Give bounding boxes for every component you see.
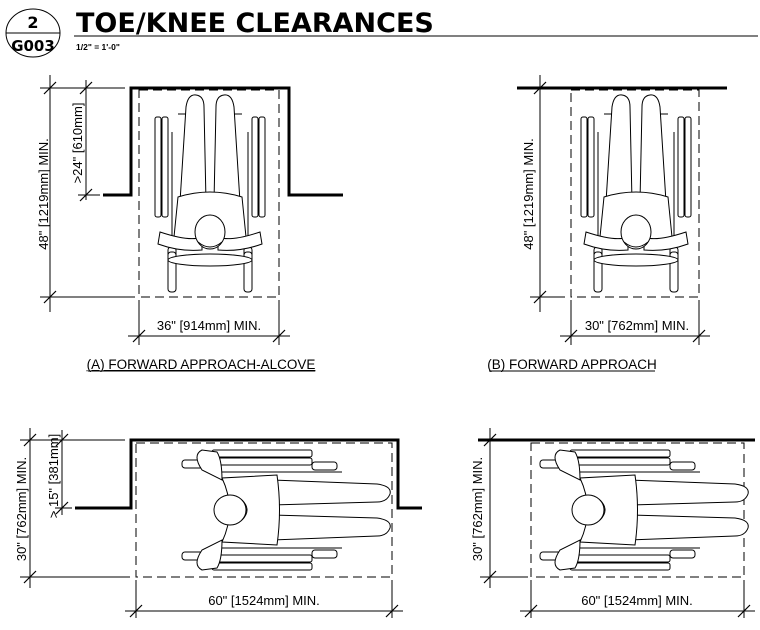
height-dimension-label: 30" [762mm] MIN.	[470, 457, 485, 561]
panel-forward-approach: 48" [1219mm] MIN. 30" [762mm] MIN. (B) F…	[487, 75, 727, 372]
clear-floor-space	[135, 442, 393, 578]
wheelchair-figure	[154, 94, 266, 293]
width-dimension-label: 36" [914mm] MIN.	[157, 318, 261, 333]
clear-floor-space	[530, 442, 745, 578]
title-block: 2 G003 TOE/KNEE CLEARANCES 1/2" = 1'-0"	[5, 8, 758, 58]
panel-side-approach-alcove: 30" [762mm] MIN. > 15" [381mm] 60" [1524…	[14, 428, 422, 618]
panel-forward-approach-alcove: 48" [1219mm] MIN. >24" [610mm] 36" [914m…	[36, 75, 343, 372]
wheelchair-figure	[181, 449, 391, 571]
sheet-number: G003	[11, 37, 55, 55]
detail-number: 2	[27, 13, 38, 32]
alcove-wall	[75, 438, 422, 510]
width-dimension-label: 30" [762mm] MIN.	[585, 318, 689, 333]
wheelchair-figure	[539, 449, 749, 571]
alcove-wall	[103, 86, 343, 197]
wheelchair-figure	[580, 94, 692, 293]
panel-caption: (B) FORWARD APPROACH	[487, 357, 657, 372]
depth-dimension-label: > 15" [381mm]	[46, 434, 61, 518]
width-dimension-label: 60" [1524mm] MIN.	[208, 593, 320, 608]
height-dimension-label: 30" [762mm] MIN.	[14, 457, 29, 561]
scale-note: 1/2" = 1'-0"	[76, 42, 120, 52]
depth-dimension-label: >24" [610mm]	[70, 103, 85, 184]
height-dimension-label: 48" [1219mm] MIN.	[36, 138, 51, 250]
width-dimension-label: 60" [1524mm] MIN.	[581, 593, 693, 608]
clear-floor-space	[570, 89, 700, 298]
page-title: TOE/KNEE CLEARANCES	[76, 8, 434, 39]
panel-caption: (A) FORWARD APPROACH-ALCOVE	[87, 357, 316, 372]
clear-floor-space	[138, 89, 280, 298]
panel-side-approach: 30" [762mm] MIN. 60" [1524mm] MIN.	[470, 428, 755, 618]
height-dimension-label: 48" [1219mm] MIN.	[521, 138, 536, 250]
